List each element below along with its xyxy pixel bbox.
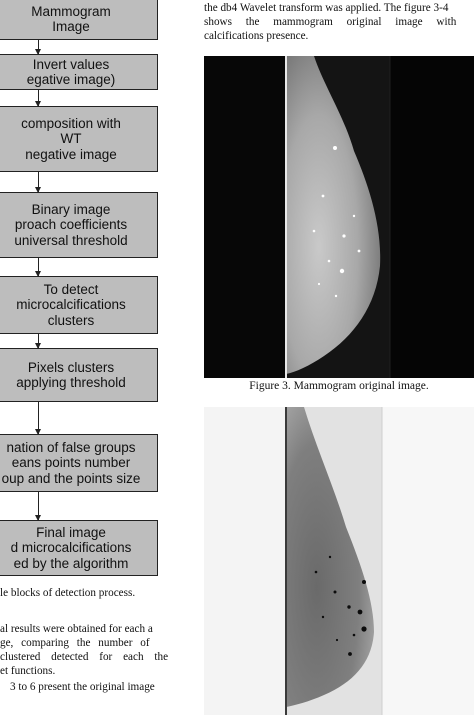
figure3-caption: Figure 3. Mammogram original image. <box>249 380 429 392</box>
flow-box-invert-values: Invert values egative image) <box>0 54 158 90</box>
figure4-negative-image <box>204 407 474 715</box>
flow-arrow <box>35 492 41 521</box>
figure3-mammogram-svg <box>204 56 474 378</box>
flow-box-pixels-clusters: Pixels clusters applying threshold <box>0 348 158 402</box>
flow-box-line: negative image <box>25 146 117 162</box>
flow-box-line: Invert values <box>32 56 110 72</box>
left-text-line: et functions. <box>0 665 56 677</box>
figure4-negative-svg <box>204 407 474 715</box>
flow-box-line: Mammogram <box>31 3 111 19</box>
left-text-line: 3 to 6 present the original image <box>10 681 155 693</box>
flow-box-line: egative image) <box>26 72 116 87</box>
left-text-line: clustered detected for each the <box>0 651 169 663</box>
flow-box-elimination-false-groups: nation of false groups eans points numbe… <box>0 434 158 492</box>
figure3-mammogram-image <box>204 56 474 378</box>
flow-arrow <box>35 172 41 193</box>
flow-arrow <box>35 402 41 435</box>
flow-box-decomposition-wt: composition with WT negative image <box>0 106 158 172</box>
flow-box-line: d microcalcifications <box>10 540 132 556</box>
flow-box-line: ed by the algorithm <box>13 555 129 571</box>
flowchart-caption: le blocks of detection process. <box>0 587 136 599</box>
right-text-line: shows the mammogram original image with <box>204 16 457 28</box>
flow-box-line: WT <box>60 131 82 147</box>
flow-box-line: Binary image <box>31 201 111 217</box>
flow-arrow <box>35 258 41 277</box>
left-text-line: al results were obtained for each a <box>0 623 153 635</box>
flow-box-line: composition with <box>21 115 121 131</box>
flow-box-line: nation of false groups <box>6 439 136 455</box>
flow-box-line: clusters <box>47 312 95 328</box>
flow-arrow <box>35 40 41 55</box>
flow-box-line: eans points number <box>11 455 131 471</box>
flow-box-line: oup and the points size <box>1 470 141 486</box>
flow-box-line: universal threshold <box>14 232 128 248</box>
flow-arrow <box>35 90 41 107</box>
flow-box-line: To detect <box>43 281 99 297</box>
flow-box-line: proach coefficients <box>14 217 128 233</box>
right-text-line: calcifications presence. <box>204 30 309 42</box>
right-text-line: the db4 Wavelet transform was applied. T… <box>204 2 449 14</box>
flow-box-line: applying threshold <box>16 375 126 390</box>
flow-box-line: Final image <box>36 524 106 540</box>
flow-box-detect-clusters: To detect microcalcifications clusters <box>0 276 158 334</box>
flow-box-mammogram-image: Mammogram Image <box>0 0 158 40</box>
left-text-line: ge, comparing the number of <box>0 637 150 649</box>
flow-box-line: Image <box>52 19 90 34</box>
flow-box-line: Pixels clusters <box>27 359 115 375</box>
flow-arrow <box>35 334 41 349</box>
flow-box-line: microcalcifications <box>16 297 126 313</box>
flow-box-final-image: Final image d microcalcifications ed by … <box>0 520 158 576</box>
flow-box-binary-image: Binary image proach coefficients univers… <box>0 192 158 258</box>
